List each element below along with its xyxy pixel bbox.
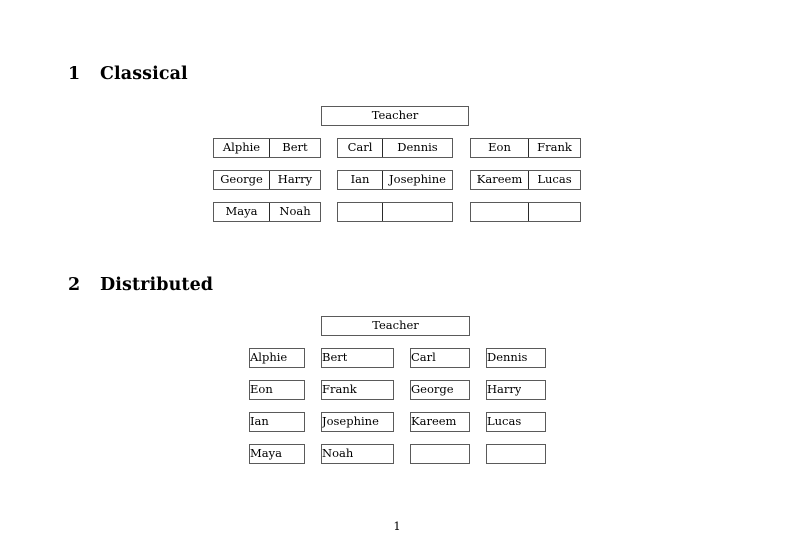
distributed-cell: Kareem <box>410 412 470 432</box>
classical-group2-row2: Ian Josephine <box>337 170 453 190</box>
student-cell: Eon <box>250 382 273 397</box>
student-cell: Alphie <box>222 140 261 155</box>
student-cell: Ian <box>350 172 370 187</box>
distributed-cell: Bert <box>321 348 394 368</box>
section-number: 1 <box>68 64 81 84</box>
distributed-cell: Frank <box>321 380 394 400</box>
student-cell: Bert <box>322 350 348 365</box>
student-cell: Ian <box>250 414 269 429</box>
student-cell: Harry <box>487 382 522 397</box>
student-cell: Eon <box>488 140 511 155</box>
section-title: Distributed <box>100 275 214 295</box>
student-cell: Frank <box>322 382 357 397</box>
section-number: 2 <box>68 275 81 295</box>
distributed-cell: Maya <box>249 444 305 464</box>
student-cell: Lucas <box>528 171 580 189</box>
distributed-cell: Carl <box>410 348 470 368</box>
classical-group3-row2: Kareem Lucas <box>470 170 581 190</box>
distributed-cell: Harry <box>486 380 546 400</box>
student-cell: Frank <box>528 139 580 157</box>
section-title: Classical <box>100 64 188 84</box>
student-cell-empty <box>382 203 452 221</box>
student-cell: Maya <box>225 204 258 219</box>
distributed-teacher-box: Teacher <box>321 316 470 336</box>
distributed-cell-empty <box>486 444 546 464</box>
section-heading-distributed: 2 Distributed <box>68 275 214 295</box>
classical-group1-row2: George Harry <box>213 170 321 190</box>
distributed-cell: George <box>410 380 470 400</box>
student-cell-empty <box>471 203 528 221</box>
distributed-cell-empty <box>410 444 470 464</box>
section-heading-classical: 1 Classical <box>68 64 188 84</box>
teacher-label: Teacher <box>371 108 419 123</box>
classical-teacher-box: Teacher <box>321 106 469 126</box>
classical-group3-row3 <box>470 202 581 222</box>
student-cell: Alphie <box>250 350 288 365</box>
distributed-cell: Alphie <box>249 348 305 368</box>
classical-group1-row3: Maya Noah <box>213 202 321 222</box>
student-cell: Harry <box>269 171 320 189</box>
student-cell: Noah <box>269 203 320 221</box>
distributed-cell: Lucas <box>486 412 546 432</box>
distributed-cell: Josephine <box>321 412 394 432</box>
student-cell: Kareem <box>411 414 457 429</box>
distributed-cell: Noah <box>321 444 394 464</box>
classical-group1-row1: Alphie Bert <box>213 138 321 158</box>
student-cell: Maya <box>250 446 282 461</box>
student-cell: Carl <box>347 140 373 155</box>
student-cell: George <box>411 382 454 397</box>
classical-group3-row1: Eon Frank <box>470 138 581 158</box>
student-cell: Bert <box>269 139 320 157</box>
student-cell: Kareem <box>476 172 523 187</box>
student-cell: Josephine <box>322 414 379 429</box>
teacher-label: Teacher <box>372 318 419 333</box>
student-cell: Noah <box>322 446 354 461</box>
distributed-cell: Ian <box>249 412 305 432</box>
student-cell: George <box>220 172 263 187</box>
distributed-cell: Eon <box>249 380 305 400</box>
student-cell: Dennis <box>382 139 452 157</box>
student-cell: Dennis <box>487 350 528 365</box>
student-cell-empty <box>338 203 382 221</box>
classical-group2-row3 <box>337 202 453 222</box>
student-cell: Carl <box>411 350 436 365</box>
student-cell: Lucas <box>487 414 522 429</box>
classical-group2-row1: Carl Dennis <box>337 138 453 158</box>
page-number: 1 <box>393 519 401 533</box>
student-cell: Josephine <box>382 171 452 189</box>
student-cell-empty <box>528 203 580 221</box>
distributed-cell: Dennis <box>486 348 546 368</box>
